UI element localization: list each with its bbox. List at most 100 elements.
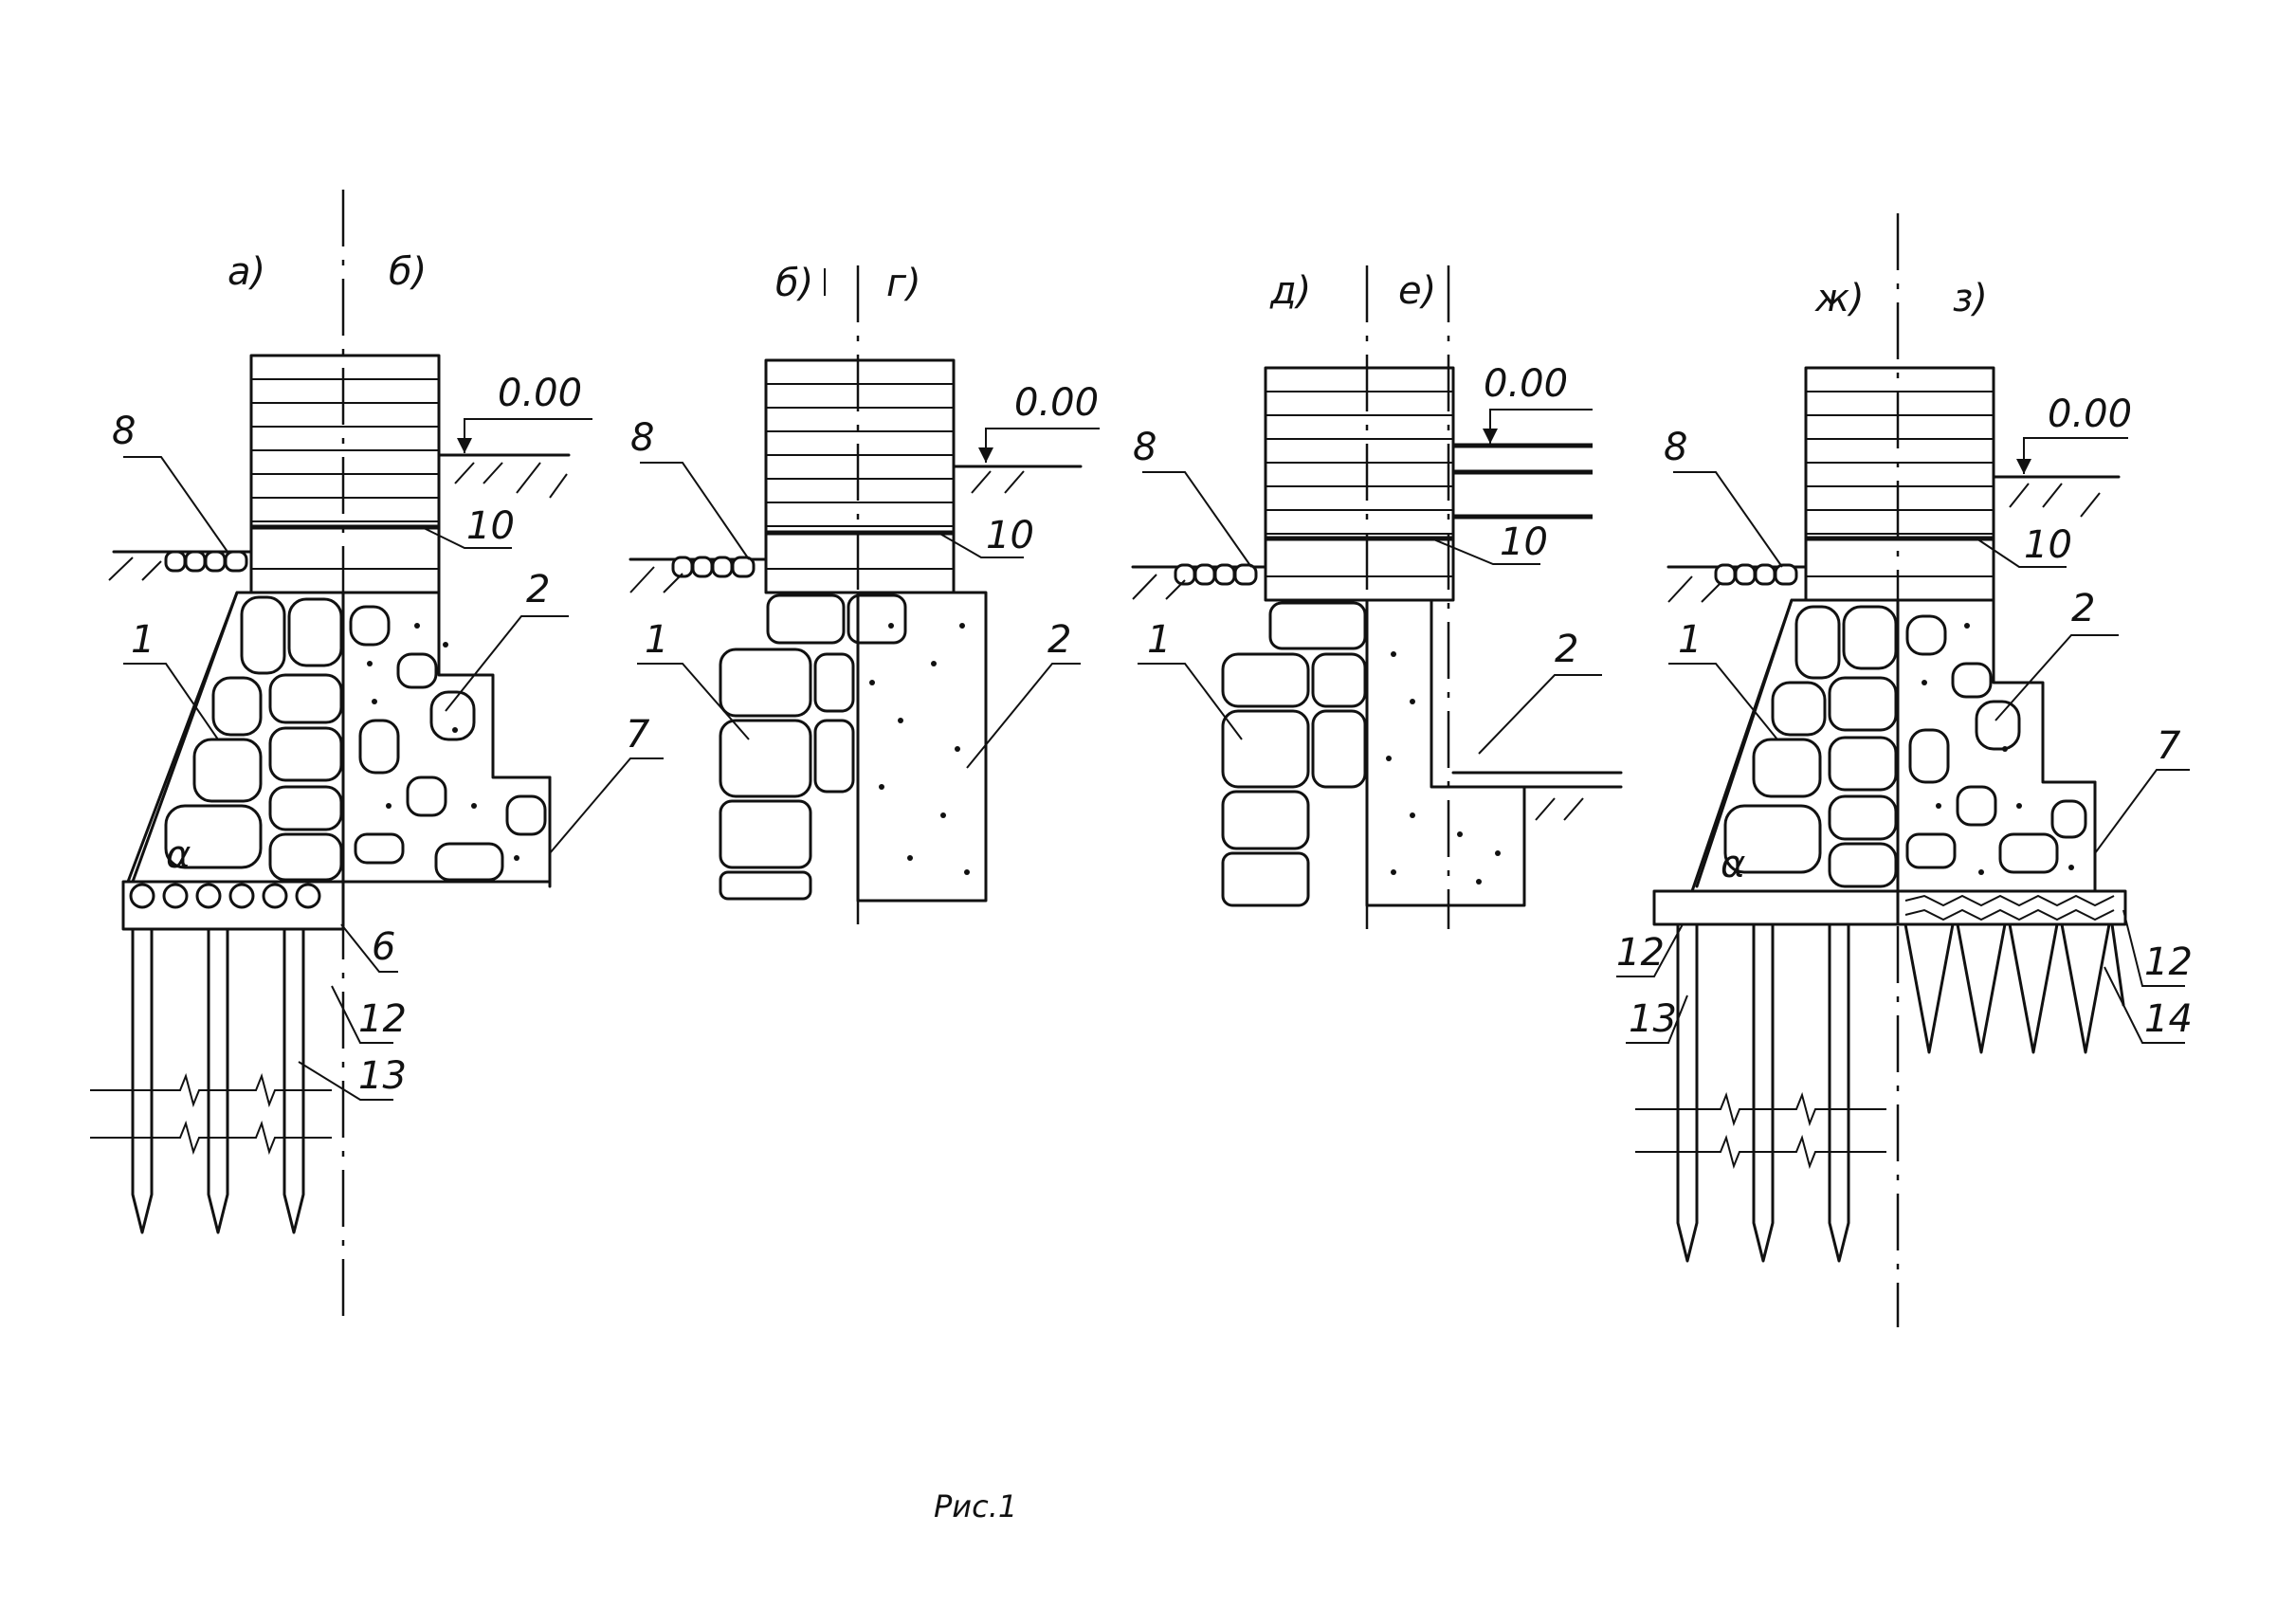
- level-leader: [464, 418, 592, 453]
- leader-2: [966, 663, 1081, 769]
- callout-2: 2: [2071, 587, 2095, 630]
- concrete-speckles: [367, 623, 519, 861]
- variant-label-g: г): [886, 262, 921, 305]
- alpha-label: α: [166, 833, 191, 877]
- leader-13: [1626, 994, 1688, 1044]
- slope-line: [1695, 598, 1794, 888]
- level-leader: [2023, 437, 2128, 474]
- callout-12-right: 12: [2144, 940, 2193, 984]
- variant-label-b: б): [389, 250, 427, 294]
- callout-8: 8: [630, 416, 654, 460]
- callout-13: 13: [358, 1054, 407, 1098]
- callout-12-left: 12: [1616, 931, 1665, 975]
- rubble-concrete: [341, 591, 552, 884]
- leader-12: [331, 985, 393, 1044]
- callout-7: 7: [626, 713, 650, 757]
- callout-1: 1: [1147, 618, 1171, 662]
- leader-8: [123, 456, 228, 553]
- variant-label-v: б): [775, 262, 813, 305]
- level-arrow: [1483, 429, 1498, 444]
- leader-7: [549, 757, 664, 854]
- pile-break-lines: [1635, 1091, 1886, 1170]
- concrete-stones: [1905, 614, 2087, 874]
- callout-10: 10: [986, 514, 1034, 557]
- brick-wall: [1264, 366, 1455, 602]
- leader-10: [938, 532, 1024, 558]
- level-leader: [1489, 409, 1593, 444]
- level-mark-label: 0.00: [1484, 362, 1568, 406]
- leader-1: [1138, 663, 1243, 740]
- callout-7: 7: [2157, 724, 2181, 768]
- panel-a-b: а) б) 0.00: [90, 190, 664, 1318]
- leader-8: [1142, 471, 1252, 568]
- leader-7: [2094, 769, 2190, 854]
- concrete-speckles: [1922, 623, 2074, 875]
- leader-10: [1430, 538, 1540, 565]
- pile-break-lines: [90, 1072, 332, 1156]
- block-masonry: [1221, 601, 1367, 907]
- leader-1: [123, 663, 219, 740]
- ground-hatch: [2009, 483, 2101, 518]
- blind-area: [1714, 563, 1798, 586]
- leader-12-left: [1616, 923, 1684, 977]
- ground-hatch-left: [108, 557, 162, 581]
- leader-12-right: [2122, 909, 2185, 987]
- leader-2: [445, 615, 569, 712]
- leader-2: [1994, 634, 2119, 721]
- concrete-body: [856, 591, 988, 903]
- callout-8: 8: [1664, 426, 1687, 469]
- callout-10: 10: [466, 504, 515, 548]
- level-arrow: [978, 447, 993, 463]
- callout-1: 1: [131, 618, 155, 662]
- masonry-stones: [164, 595, 343, 882]
- ground-hatch-left: [1132, 574, 1186, 600]
- panel-v-g: б) г) 0.00: [628, 262, 1100, 924]
- ground-hatch-right: [1535, 797, 1584, 821]
- leader-10: [1976, 538, 2067, 568]
- cushion-hatch: [1904, 894, 2115, 921]
- leader-13: [298, 1061, 393, 1101]
- alpha-label: α: [1721, 843, 1745, 886]
- leader-1: [637, 663, 750, 740]
- variant-label-a: а): [228, 250, 265, 294]
- block-masonry: [719, 593, 907, 901]
- callout-10: 10: [2024, 523, 2072, 567]
- leader-2: [1478, 674, 1602, 755]
- slope-line: [131, 591, 239, 884]
- ground-hatch-left: [1667, 575, 1721, 603]
- callout-2: 2: [1555, 628, 1578, 671]
- piles: [1676, 922, 1850, 1263]
- level-arrow: [2016, 459, 2031, 474]
- callout-8: 8: [1133, 426, 1157, 469]
- ground-hatch: [454, 462, 568, 499]
- callout-2: 2: [1047, 618, 1071, 662]
- ground-hatch: [971, 470, 1025, 494]
- level-leader: [985, 428, 1100, 463]
- variant-label-z: з): [1953, 277, 1988, 320]
- piles: [131, 927, 305, 1234]
- masonry-stones: [1723, 605, 1898, 888]
- leader-6: [340, 923, 398, 973]
- callout-1: 1: [1678, 618, 1702, 662]
- callout-8: 8: [112, 410, 136, 453]
- blind-area: [1174, 563, 1258, 586]
- grillage: [121, 880, 345, 931]
- level-mark-label: 0.00: [2048, 392, 2132, 436]
- callout-13: 13: [1629, 997, 1677, 1041]
- figure-caption: Рис.1: [934, 1488, 1017, 1524]
- cone-piles: [1903, 922, 2125, 1054]
- timber-grillage: [1652, 889, 1900, 926]
- callout-2: 2: [526, 568, 550, 611]
- variant-label-d: д): [1269, 269, 1311, 313]
- callout-1: 1: [645, 618, 668, 662]
- ground-hatch-left: [629, 566, 683, 593]
- leader-10: [421, 526, 512, 549]
- panel-zh-z: ж) з) 0.00: [1616, 213, 2193, 1327]
- wall-courses: [1266, 391, 1453, 577]
- callout-10: 10: [1500, 520, 1548, 564]
- level-arrow: [457, 438, 472, 453]
- grillage-logs: [129, 883, 321, 909]
- variant-label-zh: ж): [1814, 277, 1865, 320]
- concrete-body: [1365, 598, 1526, 907]
